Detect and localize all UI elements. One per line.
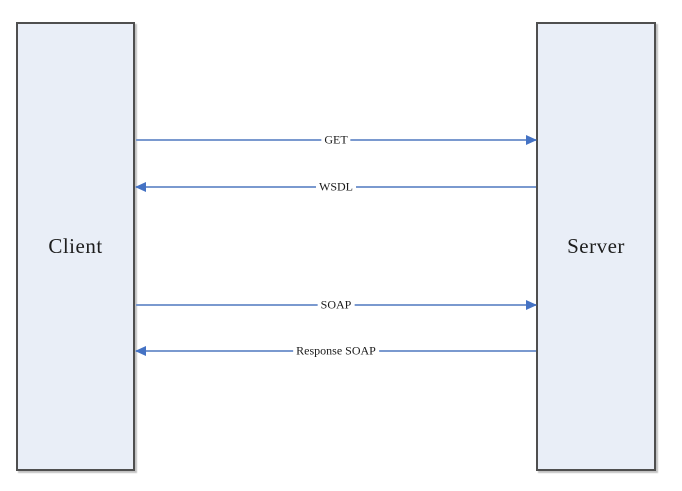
server-node-label: Server [567,234,625,258]
server-node: Server [536,22,656,471]
message-label: WSDL [316,179,356,195]
arrowhead-right-icon [526,300,537,310]
message-arrow-wsdl: WSDL [135,177,536,197]
message-label: Response SOAP [293,343,379,359]
message-arrow-soap: SOAP [136,295,537,315]
message-arrow-get: GET [136,130,537,150]
client-node-label: Client [48,234,103,258]
arrowhead-right-icon [526,135,537,145]
arrowhead-left-icon [135,346,146,356]
message-label: SOAP [317,297,355,313]
message-arrow-response-soap: Response SOAP [135,341,536,361]
message-label: GET [321,132,351,148]
client-node: Client [16,22,135,471]
arrowhead-left-icon [135,182,146,192]
